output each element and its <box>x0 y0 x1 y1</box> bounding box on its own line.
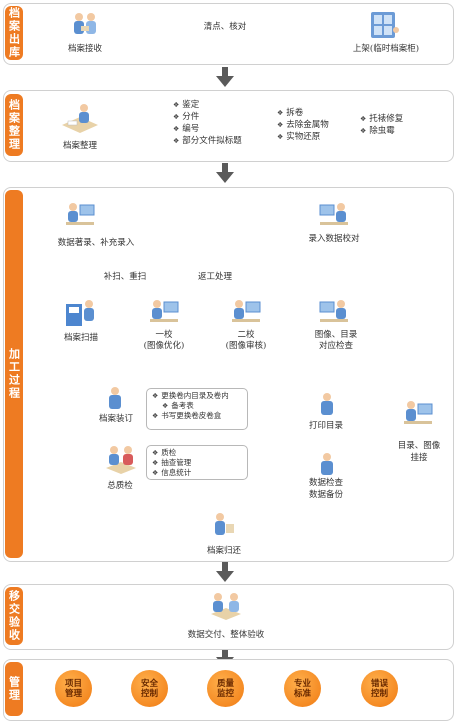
node-image-check: 图像、目录 对应检查 <box>306 330 366 352</box>
node-check2-sub: (图像审核) <box>225 341 267 351</box>
stage-label: 档案出库 <box>7 7 21 59</box>
data-check-icon <box>321 453 333 475</box>
mgmt-line: 安全 <box>140 678 158 689</box>
node-data-check-title: 数据检查 <box>308 478 343 488</box>
mgmt-line: 标准 <box>293 688 311 699</box>
stage-label: 移交验收 <box>7 590 21 642</box>
person-receive-icon <box>74 13 96 34</box>
mgmt-error: 错误控制 <box>361 670 398 707</box>
stage-label: 档案整理 <box>7 99 21 151</box>
node-check1: 一校 (图像优化) <box>138 330 190 352</box>
stage-label: 管理 <box>7 676 21 702</box>
cabinet-icon <box>371 12 399 38</box>
edge-count-check: 清点、核对 <box>203 22 247 32</box>
node-check1-title: 一校 <box>155 330 173 340</box>
stage-tab-handover: 移交验收 <box>5 587 23 645</box>
mgmt-line: 项目 <box>64 678 82 689</box>
label-rescan: 补扫、重扫 <box>103 272 147 282</box>
task-item: 信息统计 <box>152 468 191 478</box>
stage-tab-management: 管理 <box>5 662 23 716</box>
task-item: 实物还原 <box>277 131 329 143</box>
node-print: 打印目录 <box>308 421 343 431</box>
print-icon <box>321 393 333 415</box>
node-shelve: 上架(临时档案柜) <box>352 44 420 54</box>
node-return: 档案归还 <box>206 546 241 556</box>
node-catalog-mount: 目录、图像 挂接 <box>388 440 450 464</box>
data-entry-icon <box>66 203 95 225</box>
node-delivery: 数据交付、整体验收 <box>187 630 265 640</box>
mgmt-safety: 安全控制 <box>131 670 168 707</box>
task-item: 分件 <box>173 111 242 123</box>
stage-processing <box>3 187 454 562</box>
mgmt-standard: 专业标准 <box>284 670 321 707</box>
task-item: 部分文件拟标题 <box>173 135 242 147</box>
qc-tasks: 质检 抽查管理 信息统计 <box>152 448 191 478</box>
task-item: 托裱修复 <box>360 113 403 125</box>
task-item: 更换卷内目录及卷内 <box>152 391 229 401</box>
mgmt-line: 错误 <box>370 678 388 689</box>
task-item: 编号 <box>173 123 242 135</box>
handover-icon <box>211 593 241 620</box>
node-check1-sub: (图像优化) <box>143 341 185 351</box>
sorting-tasks-1: 鉴定 分件 编号 部分文件拟标题 <box>173 99 242 147</box>
node-sorting: 档案整理 <box>62 141 97 151</box>
node-catalog-mount-sub: 挂接 <box>410 453 428 463</box>
stage-tab-processing: 加工过程 <box>5 190 23 558</box>
binding-tasks: 更换卷内目录及卷内 备考表 书写更换卷皮卷盒 <box>152 391 229 421</box>
mgmt-quality: 质量监控 <box>207 670 244 707</box>
node-check2-title: 二校 <box>237 330 255 340</box>
mgmt-line: 控制 <box>370 688 388 699</box>
node-data-check: 数据检查 数据备份 <box>298 477 354 501</box>
qc-tasks-box: 质检 抽查管理 信息统计 <box>146 445 248 480</box>
check1-icon <box>150 300 179 322</box>
sorting-tasks-3: 托裱修复 除虫霉 <box>360 113 403 137</box>
qc-icon <box>106 446 136 474</box>
node-data-entry: 数据著录、补充录入 <box>57 238 135 248</box>
person-desk-icon <box>62 104 98 133</box>
task-item-cont: 备考表 <box>152 401 229 411</box>
scan-icon <box>66 300 94 326</box>
stage-tab-outbound: 档案出库 <box>5 6 23 60</box>
task-item: 抽查管理 <box>152 458 191 468</box>
return-icon <box>215 513 234 535</box>
node-entry-check: 录入数据校对 <box>308 234 360 244</box>
task-item: 拆卷 <box>277 107 329 119</box>
catalog-mount-icon <box>404 401 433 424</box>
mgmt-project: 项目管理 <box>55 670 92 707</box>
mgmt-line: 管理 <box>64 688 82 699</box>
node-check2: 二校 (图像审核) <box>220 330 272 352</box>
stage-tab-sorting: 档案整理 <box>5 94 23 156</box>
node-image-check-sub: 对应检查 <box>318 341 353 351</box>
entry-check-icon <box>319 203 348 225</box>
binding-tasks-box: 更换卷内目录及卷内 备考表 书写更换卷皮卷盒 <box>146 388 248 430</box>
mgmt-line: 监控 <box>216 688 234 699</box>
node-catalog-mount-title: 目录、图像 <box>397 441 441 451</box>
node-binding: 档案装订 <box>98 414 133 424</box>
task-item: 鉴定 <box>173 99 242 111</box>
node-image-check-title: 图像、目录 <box>314 330 358 340</box>
task-item: 质检 <box>152 448 191 458</box>
binding-icon <box>109 387 121 409</box>
task-item: 除虫霉 <box>360 125 403 137</box>
task-item: 去除金属物 <box>277 119 329 131</box>
mgmt-line: 质量 <box>216 678 234 689</box>
node-scan: 档案扫描 <box>63 333 98 343</box>
task-item: 书写更换卷皮卷盒 <box>152 411 229 421</box>
node-qc: 总质检 <box>107 481 133 491</box>
sorting-tasks-2: 拆卷 去除金属物 实物还原 <box>277 107 329 143</box>
mgmt-line: 专业 <box>293 678 311 689</box>
node-data-check-sub: 数据备份 <box>308 490 343 500</box>
check2-icon <box>232 300 261 322</box>
label-rework: 返工处理 <box>197 272 232 282</box>
stage-label: 加工过程 <box>7 348 21 400</box>
image-check-icon <box>319 300 348 322</box>
mgmt-line: 控制 <box>140 688 158 699</box>
node-receive: 档案接收 <box>67 44 102 54</box>
